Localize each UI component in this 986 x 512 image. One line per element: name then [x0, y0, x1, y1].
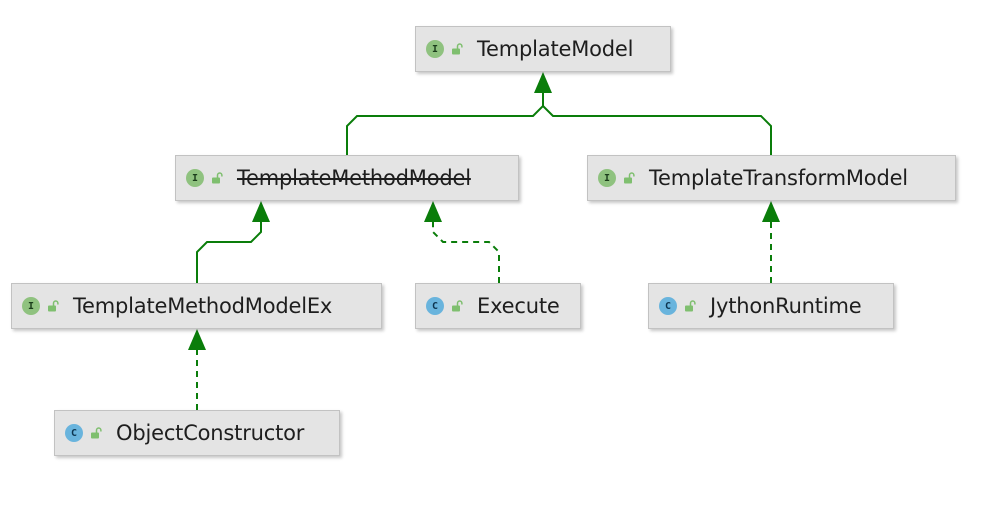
unlocked-lock-icon — [212, 172, 223, 184]
node-object-constructor[interactable]: C ObjectConstructor — [54, 410, 340, 456]
arrowhead-template-model — [534, 72, 552, 93]
node-label: Execute — [477, 294, 560, 318]
node-template-model[interactable]: I TemplateModel — [415, 26, 671, 72]
interface-icon: I — [186, 169, 204, 187]
node-label: TemplateMethodModelEx — [73, 294, 333, 318]
unlocked-lock-icon — [624, 172, 635, 184]
interface-icon: I — [426, 40, 444, 58]
node-label: JythonRuntime — [710, 294, 862, 318]
node-jython-runtime[interactable]: C JythonRuntime — [648, 283, 894, 329]
node-label: TemplateMethodModel — [237, 166, 471, 190]
node-template-method-model[interactable]: I TemplateMethodModel — [175, 155, 519, 201]
edge-extends-template-method-model-ex — [196, 221, 262, 283]
arrowhead-template-method-model — [424, 201, 442, 222]
edges-layer — [188, 72, 780, 410]
edge-implements-execute — [432, 221, 500, 283]
node-label: TemplateTransformModel — [649, 166, 908, 190]
edge-extends-template-method-model — [346, 92, 544, 155]
unlocked-lock-icon — [48, 300, 59, 312]
node-template-transform-model[interactable]: I TemplateTransformModel — [587, 155, 956, 201]
edge-extends-template-transform-model — [542, 105, 772, 155]
interface-icon: I — [598, 169, 616, 187]
node-execute[interactable]: C Execute — [415, 283, 581, 329]
arrowhead-template-transform-model — [762, 201, 780, 222]
unlocked-lock-icon — [91, 427, 102, 439]
unlocked-lock-icon — [452, 43, 463, 55]
unlocked-lock-icon — [685, 300, 696, 312]
arrowhead-template-method-model-ex — [188, 329, 206, 350]
arrowhead-template-method-model — [252, 201, 270, 222]
class-icon: C — [65, 424, 83, 442]
node-template-method-model-ex[interactable]: I TemplateMethodModelEx — [11, 283, 382, 329]
node-label: TemplateModel — [477, 37, 634, 61]
class-icon: C — [426, 297, 444, 315]
node-label: ObjectConstructor — [116, 421, 305, 445]
class-icon: C — [659, 297, 677, 315]
unlocked-lock-icon — [452, 300, 463, 312]
interface-icon: I — [22, 297, 40, 315]
